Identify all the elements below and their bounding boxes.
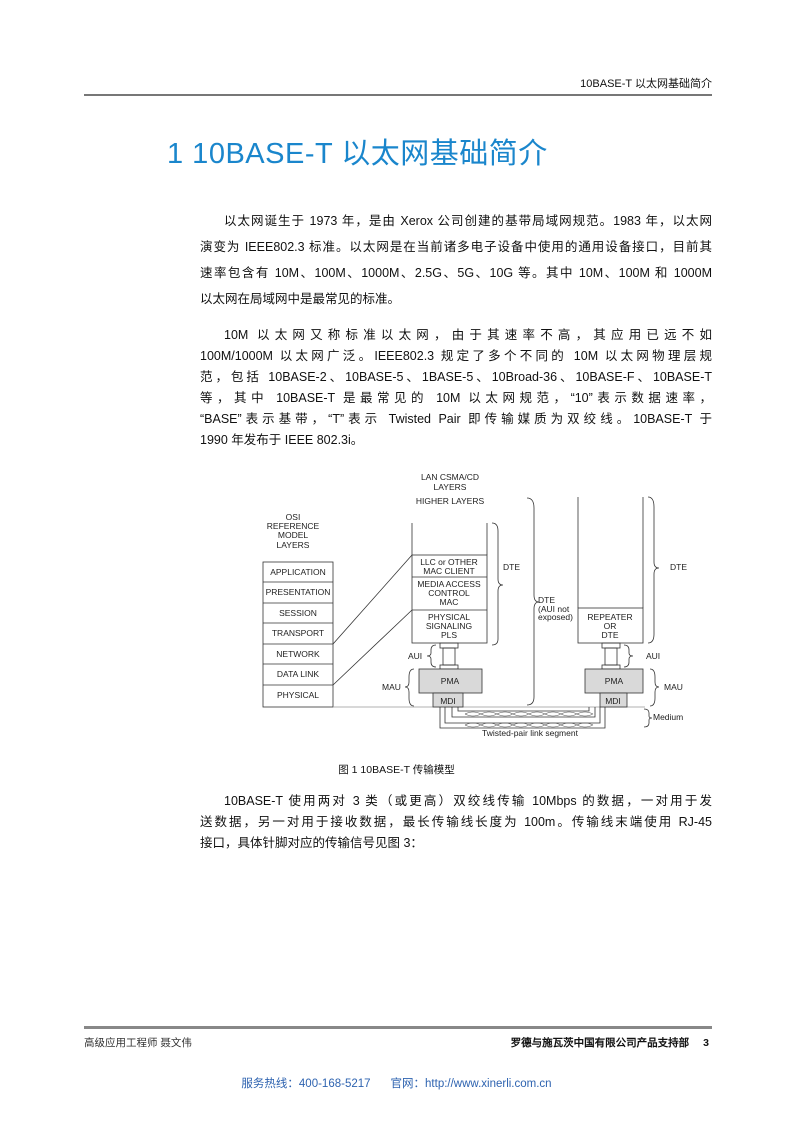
- text-line: 速率包含有 10M、100M、1000M、2.5G、5G、10G 等。其中 10…: [200, 266, 712, 280]
- mac-label: CONTROL: [428, 588, 470, 598]
- llc-label: LLC or OTHER: [420, 557, 478, 567]
- text-line: 以太网诞生于 1973 年，是由 Xerox 公司创建的基带局域网规范。1983…: [224, 214, 712, 228]
- hotline: 服务热线：400-168-5217: [241, 1078, 371, 1090]
- header-divider: [84, 94, 712, 96]
- contact-bar: 服务热线：400-168-5217 官网：http://www.xinerli.c…: [0, 1075, 793, 1091]
- website-link[interactable]: 官网：http://www.xinerli.com.cn: [390, 1078, 552, 1090]
- dte-aui-label: (AUI not: [538, 604, 570, 614]
- repeater-label: OR: [604, 621, 617, 631]
- pls-label: PHYSICAL: [428, 612, 470, 622]
- mac-label: MEDIA ACCESS: [417, 579, 481, 589]
- page-number: 3: [703, 1037, 709, 1049]
- section-title: 1 10BASE-T 以太网基础简介: [167, 138, 548, 170]
- pma-label: PMA: [605, 676, 624, 686]
- text-line: 演变为 IEEE802.3 标准。以太网是在当前诸多电子设备中使用的通用设备接口…: [200, 240, 712, 254]
- osi-layer: PHYSICAL: [277, 690, 319, 700]
- text-line: 范，包括 10BASE-2、10BASE-5、1BASE-5、10Broad-3…: [200, 370, 712, 384]
- osi-layer: DATA LINK: [277, 669, 320, 679]
- paragraph-1: 以太网诞生于 1973 年，是由 Xerox 公司创建的基带局域网规范。1983…: [200, 212, 712, 316]
- aui-label: AUI: [408, 651, 422, 661]
- mdi-label: MDI: [605, 696, 621, 706]
- higher-layers-label: HIGHER LAYERS: [416, 496, 485, 506]
- dte-label: DTE: [670, 562, 687, 572]
- text-line: 等，其中 10BASE-T 是最常见的 10M 以太网规范，“10”表示数据速率…: [200, 391, 712, 405]
- llc-label: MAC CLIENT: [423, 566, 474, 576]
- pls-label: SIGNALING: [426, 621, 472, 631]
- dte-label: DTE: [503, 562, 520, 572]
- text-line: 100M/1000M 以太网广泛。IEEE802.3 规定了多个不同的 10M …: [200, 349, 712, 363]
- dte-aui-label: exposed): [538, 612, 573, 622]
- footer-divider: [84, 1026, 712, 1029]
- running-header: 10BASE-T 以太网基础简介: [580, 78, 712, 90]
- text-line: 10BASE-T 使用两对 3 类（或更高）双绞线传输 10Mbps 的数据，一…: [224, 794, 712, 808]
- mau-label: MAU: [664, 682, 683, 692]
- footer-author: 高级应用工程师 聂文伟: [84, 1037, 192, 1049]
- text-line: 1990 年发布于 IEEE 802.3i。: [200, 433, 364, 447]
- text-line: 接口，具体针脚对应的传输信号见图 3：: [200, 836, 423, 850]
- mac-label: MAC: [440, 597, 459, 607]
- paragraph-2: 10M 以太网又称标准以太网，由于其速率不高，其应用已远不如 100M/1000…: [200, 326, 712, 452]
- osi-layer: NETWORK: [276, 649, 320, 659]
- repeater-label: REPEATER: [587, 612, 632, 622]
- osi-title: OSI: [286, 512, 301, 522]
- mdi-label: MDI: [440, 696, 456, 706]
- pls-label: PLS: [441, 630, 457, 640]
- text-line: 10M 以太网又称标准以太网，由于其速率不高，其应用已远不如: [224, 328, 712, 342]
- pma-label: PMA: [441, 676, 460, 686]
- text-line: 送数据，另一对用于接收数据，最长传输线长度为 100m。传输线末端使用 RJ-4…: [200, 815, 712, 829]
- text-line: “BASE”表示基带，“T”表示 Twisted Pair 即传输媒质为双绞线。…: [200, 412, 712, 426]
- lan-title: LAYERS: [434, 482, 467, 492]
- osi-title: MODEL: [278, 530, 309, 540]
- aui-label: AUI: [646, 651, 660, 661]
- mau-label: MAU: [382, 682, 401, 692]
- osi-layer: PRESENTATION: [266, 587, 331, 597]
- paragraph-3: 10BASE-T 使用两对 3 类（或更高）双绞线传输 10Mbps 的数据，一…: [200, 792, 712, 855]
- osi-title: REFERENCE: [267, 521, 320, 531]
- 10base-t-model-figure: LAN CSMA/CD LAYERS HIGHER LAYERS OSI REF…: [262, 472, 687, 738]
- company-name: 罗德与施瓦茨中国有限公司产品支持部: [510, 1037, 690, 1049]
- osi-title: LAYERS: [277, 540, 310, 550]
- lan-title: LAN CSMA/CD: [421, 472, 479, 482]
- osi-layer: TRANSPORT: [272, 628, 324, 638]
- dte-aui-label: DTE: [538, 595, 555, 605]
- repeater-label: DTE: [602, 630, 619, 640]
- text-line: 以太网在局域网中是最常见的标准。: [200, 292, 401, 306]
- osi-layer: APPLICATION: [270, 567, 326, 577]
- osi-layer: SESSION: [279, 608, 317, 618]
- figure-caption: 图 1 10BASE-T 传输模型: [338, 764, 455, 776]
- footer-company: 罗德与施瓦茨中国有限公司产品支持部 3: [511, 1035, 709, 1050]
- medium-label: Medium: [653, 712, 683, 722]
- link-segment-label: Twisted-pair link segment: [482, 728, 579, 738]
